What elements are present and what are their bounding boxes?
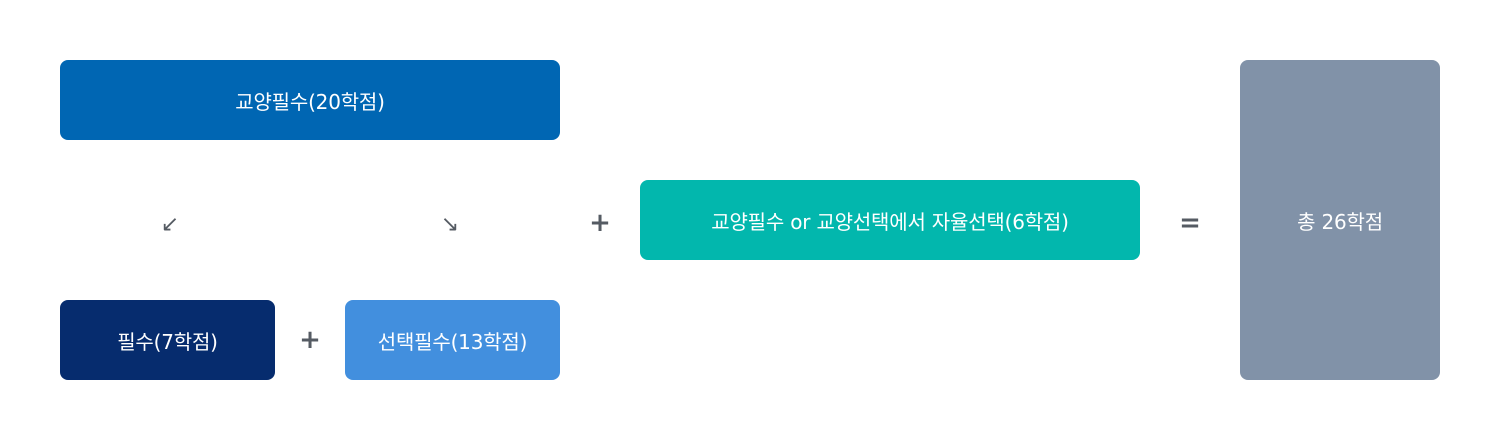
total-label: 총 26학점 <box>1297 209 1383 234</box>
arrow-down-right-icon: ↘ <box>440 211 460 237</box>
required-label: 필수(7학점) <box>117 329 218 354</box>
liberal-required-box: 교양필수(20학점) <box>60 60 560 140</box>
required-box: 필수(7학점) <box>60 300 275 380</box>
free-choice-label: 교양필수 or 교양선택에서 자율선택(6학점) <box>711 209 1069 234</box>
plus-operator-bottom: + <box>299 325 321 355</box>
free-choice-box: 교양필수 or 교양선택에서 자율선택(6학점) <box>640 180 1140 260</box>
elective-required-box: 선택필수(13학점) <box>345 300 560 380</box>
liberal-required-label: 교양필수(20학점) <box>235 89 385 114</box>
total-box: 총 26학점 <box>1240 60 1440 380</box>
plus-operator-middle: + <box>589 208 611 238</box>
arrow-down-left-icon: ↙ <box>160 211 180 237</box>
equals-operator: = <box>1179 208 1201 238</box>
elective-required-label: 선택필수(13학점) <box>377 329 528 354</box>
